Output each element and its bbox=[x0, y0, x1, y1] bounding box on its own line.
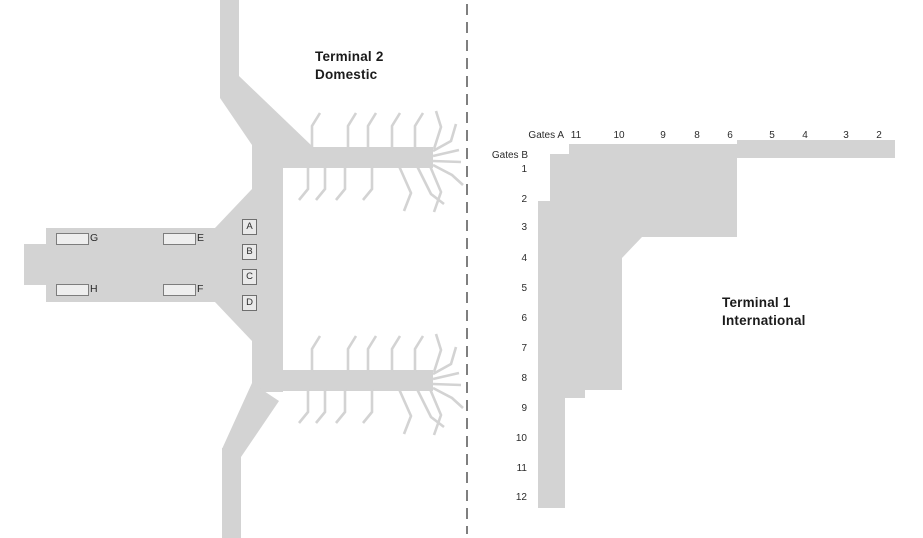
gate-b-number: 11 bbox=[516, 463, 527, 474]
terminal2-title-line2: Domestic bbox=[315, 67, 378, 82]
gate-b-number: 4 bbox=[521, 253, 527, 264]
checkin-counter-box-g bbox=[56, 233, 89, 245]
jet-bridge-icon bbox=[432, 163, 464, 186]
entrance-box-b: B bbox=[242, 244, 257, 260]
gate-b-number: 10 bbox=[515, 433, 527, 444]
jet-bridge-icon bbox=[432, 159, 462, 164]
terminal2-road-top bbox=[220, 0, 239, 80]
gate-b-number: 5 bbox=[521, 283, 527, 294]
gate-a-number: 6 bbox=[727, 130, 733, 141]
gate-b-number: 7 bbox=[521, 343, 527, 354]
pier-band bbox=[283, 147, 433, 168]
jet-bridge-icon bbox=[314, 166, 327, 201]
checkin-counter-label: F bbox=[197, 283, 204, 295]
entrance-box-a: A bbox=[242, 219, 257, 235]
gate-b-number: 3 bbox=[521, 222, 527, 233]
jet-bridge-icon bbox=[432, 123, 458, 153]
gate-a-number: 3 bbox=[843, 130, 849, 141]
checkin-counter-box-h bbox=[56, 284, 89, 296]
entrance-box-d: D bbox=[242, 295, 257, 311]
jet-bridge-icon bbox=[397, 165, 413, 212]
terminal2-title: Terminal 2 Domestic bbox=[315, 48, 384, 84]
jet-bridge-icon bbox=[366, 112, 378, 149]
jet-bridge-icon bbox=[361, 166, 374, 201]
terminal2-link-lower bbox=[222, 383, 279, 457]
gates-a-label: Gates A bbox=[528, 130, 564, 141]
jet-bridge-icon bbox=[415, 165, 445, 206]
terminal2-trunk bbox=[252, 143, 283, 392]
checkin-counter-box-e bbox=[163, 233, 196, 245]
terminal1-title-line2: International bbox=[722, 313, 806, 328]
gates-b-label: Gates B bbox=[491, 150, 528, 161]
jet-bridge-icon bbox=[297, 166, 310, 201]
terminal2-pier-lower bbox=[281, 332, 465, 437]
gate-b-number: 2 bbox=[521, 194, 527, 205]
terminal2-flare bbox=[215, 189, 252, 341]
gate-a-number: 5 bbox=[769, 130, 775, 141]
gate-b-number: 9 bbox=[521, 403, 527, 414]
checkin-counter-label: H bbox=[90, 283, 98, 295]
gate-b-number: 1 bbox=[521, 164, 527, 175]
terminal1-title-line1: Terminal 1 bbox=[722, 295, 791, 310]
gate-a-number: 11 bbox=[570, 130, 582, 141]
jet-bridge-icon bbox=[413, 112, 425, 149]
terminal2-title-line1: Terminal 2 bbox=[315, 49, 384, 64]
checkin-counter-label: G bbox=[90, 232, 99, 244]
jet-bridge-icon bbox=[334, 166, 347, 201]
jet-bridge-icon bbox=[310, 112, 322, 149]
terminal1-title: Terminal 1 International bbox=[722, 294, 806, 330]
gate-a-number: 8 bbox=[694, 130, 700, 141]
gate-a-number: 10 bbox=[613, 130, 625, 141]
terminal2-concourse-notch bbox=[24, 244, 46, 285]
entrance-box-c: C bbox=[242, 269, 257, 285]
jet-bridge-icon bbox=[346, 112, 358, 149]
jet-bridge-icon bbox=[432, 148, 460, 158]
gate-b-number: 12 bbox=[515, 492, 527, 503]
jet-bridge-icon bbox=[432, 110, 443, 150]
jet-bridge-icon bbox=[428, 165, 443, 213]
terminal1-building bbox=[538, 140, 895, 508]
gate-b-number: 6 bbox=[521, 313, 527, 324]
gate-a-number: 2 bbox=[876, 130, 882, 141]
terminal2-link-upper bbox=[220, 76, 312, 168]
gate-a-number: 4 bbox=[802, 130, 808, 141]
terminal2-pier-with-jet-bridges bbox=[283, 110, 464, 213]
gate-a-number: 9 bbox=[660, 130, 666, 141]
jet-bridge-fingers bbox=[297, 110, 464, 213]
checkin-counter-label: E bbox=[197, 232, 205, 244]
checkin-counter-box-f bbox=[163, 284, 196, 296]
gate-b-number: 8 bbox=[521, 373, 527, 384]
jet-bridge-icon bbox=[390, 112, 402, 149]
terminal2-road-bottom bbox=[222, 448, 241, 538]
